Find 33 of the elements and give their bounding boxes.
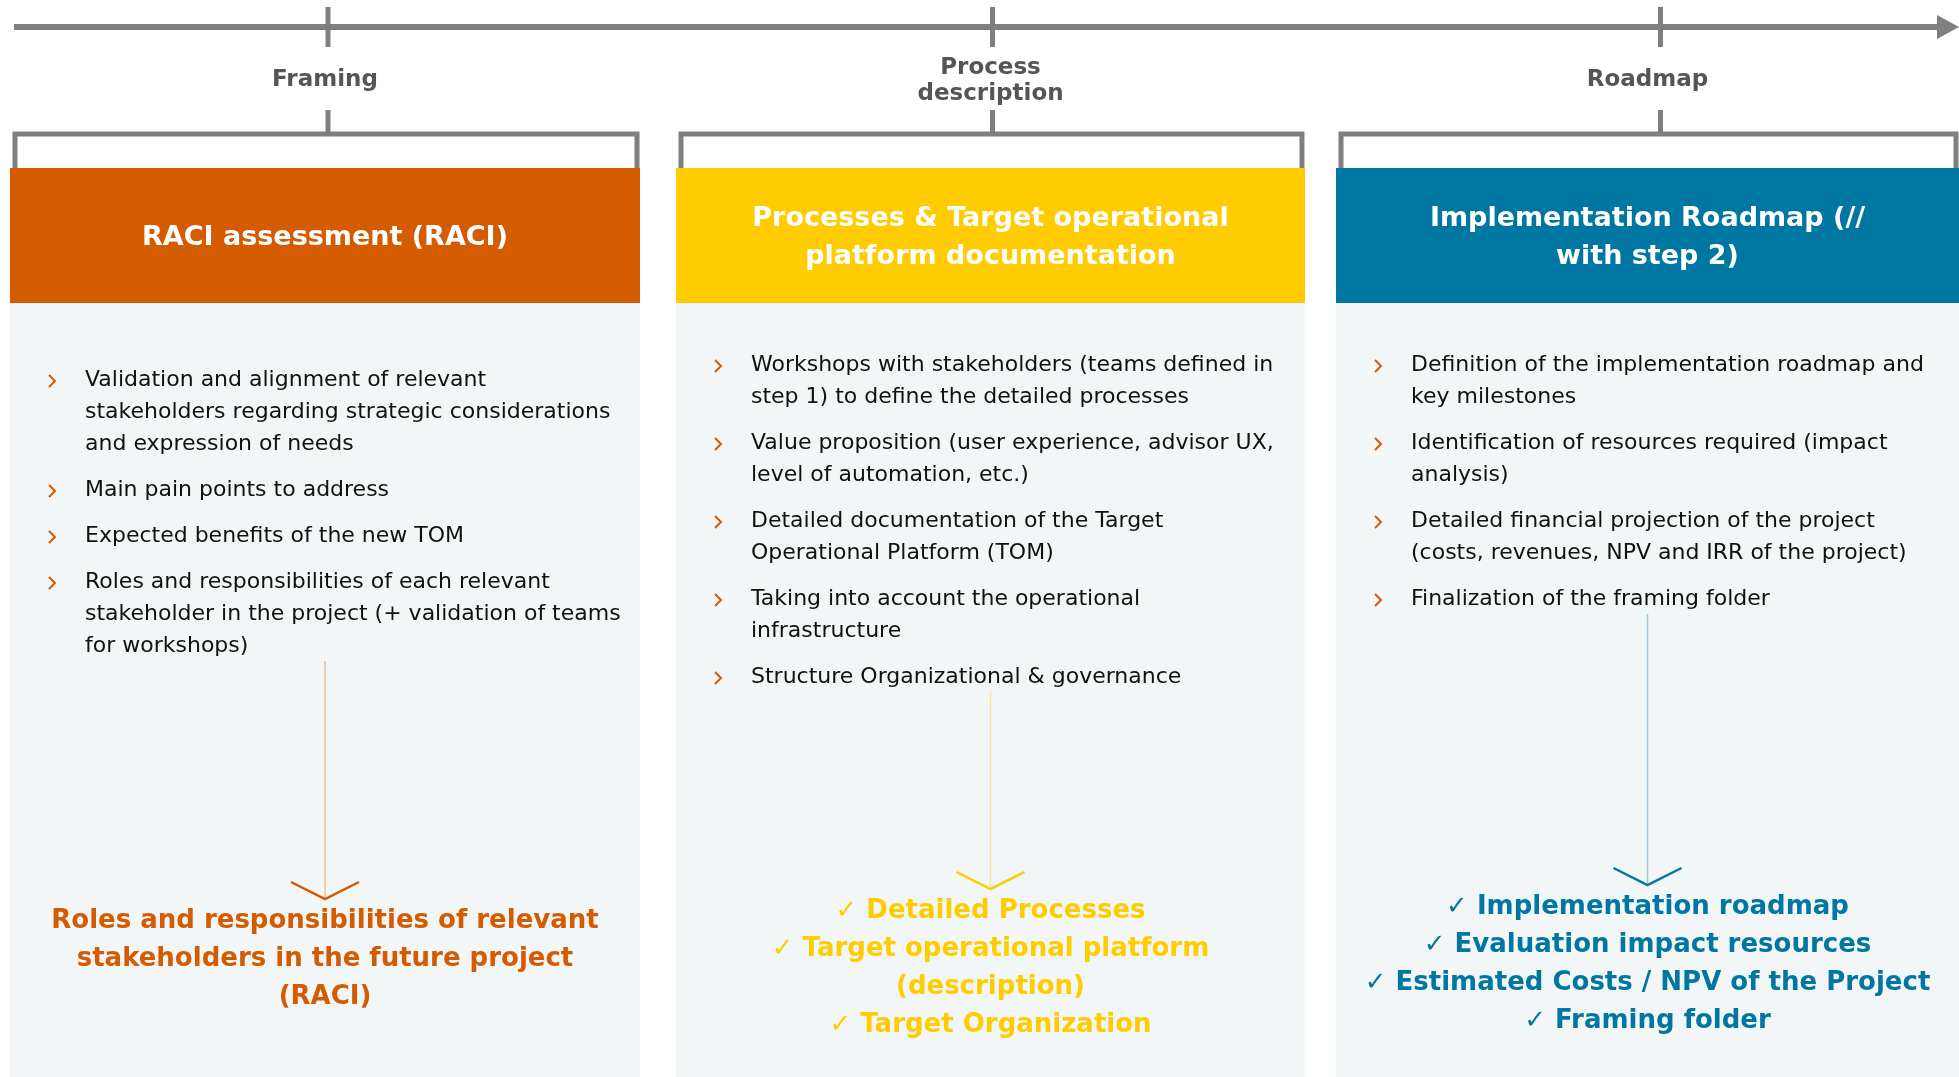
bullet-text: Workshops with stakeholders (teams defined in step 1) to define the detailed processes <box>711 348 1290 412</box>
deliverable-text: ✓ Target Organization <box>828 1007 1153 1040</box>
bullet-text: Roles and responsibilities of each relevant stakeholder in the project (+ validation of teams for workshops) <box>45 565 625 661</box>
deliverable-text: ✓ Target operational platform (description) <box>770 931 1211 1002</box>
bullet-text: Structure Organizational & governance <box>711 660 1290 692</box>
phase-label: Process description <box>870 53 1111 113</box>
column-header: RACI assessment (RACI) <box>10 168 640 303</box>
deliverable-text: ✓ Estimated Costs / NPV of the Project <box>1363 965 1932 998</box>
bullet-text: Identification of resources required (impact analysis) <box>1371 426 1944 490</box>
bullet-text: Taking into account the operational infrastructure <box>711 582 1290 646</box>
bullet-text: Detailed documentation of the Target Operational Platform (TOM) <box>711 504 1290 568</box>
bullet-text: Value proposition (user experience, advisor UX, level of automation, etc.) <box>711 426 1290 490</box>
column-header: Implementation Roadmap (// with step 2) <box>1336 168 1959 303</box>
bullet-text: Detailed financial projection of the project (costs, revenues, NPV and IRR of the project) <box>1371 504 1944 568</box>
phase-panel <box>1336 168 1959 1077</box>
chevron-arrow <box>1612 613 1683 887</box>
deliverable-text: ✓ Implementation roadmap <box>1445 889 1850 922</box>
phase-panel <box>676 168 1305 1077</box>
phase-label: Framing <box>205 65 445 125</box>
bullet-text: Definition of the implementation roadmap and key milestones <box>1371 348 1944 412</box>
phase-panel <box>10 168 640 1077</box>
phase-label: Roadmap <box>1527 65 1768 125</box>
bullet-text: Finalization of the framing folder <box>1371 582 1944 614</box>
chevron-arrow <box>289 660 361 901</box>
deliverable-text: ✓ Evaluation impact resources <box>1422 927 1873 960</box>
bullet-text: Validation and alignment of relevant stakeholders regarding strategic considerations and expression of needs <box>45 363 625 459</box>
deliverable-text: ✓ Framing folder <box>1523 1003 1772 1036</box>
column-header: Processes & Target operational platform documentation <box>676 168 1305 303</box>
chevron-arrow <box>955 691 1026 891</box>
bullet-text: Main pain points to address <box>45 473 625 505</box>
deliverable-text: Roles and responsibilities of relevant stakeholders in the future project (RACI) <box>50 903 600 1012</box>
bullet-text: Expected benefits of the new TOM <box>45 519 625 551</box>
deliverable-text: ✓ Detailed Processes <box>834 893 1147 926</box>
